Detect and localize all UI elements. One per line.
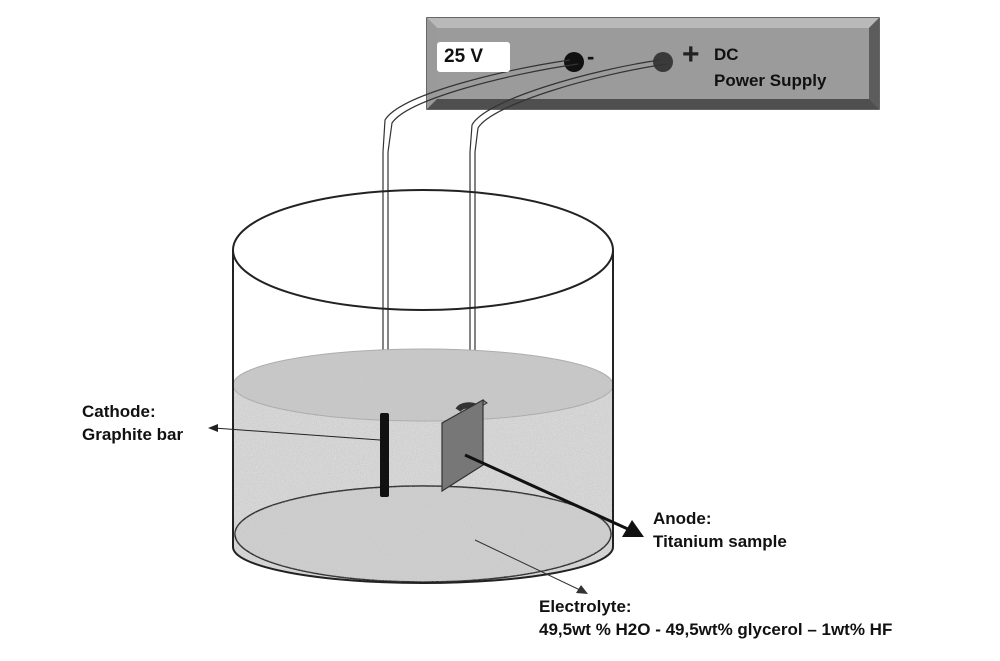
- anode-pointer-arrow: [464, 453, 644, 537]
- cathode-title: Cathode:: [82, 402, 156, 421]
- graphite-bar-cathode: [380, 413, 389, 497]
- anode-detail: Titanium sample: [653, 532, 787, 551]
- cathode-detail: Graphite bar: [82, 425, 184, 444]
- dc-power-supply: [426, 17, 880, 110]
- negative-terminal-label: -: [587, 44, 595, 69]
- positive-terminal-label: +: [682, 38, 700, 71]
- anode-label: Anode: Titanium sample: [653, 507, 787, 553]
- beaker-glass: [232, 249, 614, 584]
- anode-title: Anode:: [653, 509, 712, 528]
- positive-terminal-icon: [653, 52, 673, 72]
- negative-terminal-icon: [564, 52, 584, 72]
- electrolyte-title: Electrolyte:: [539, 597, 632, 616]
- electrolyte-label: Electrolyte: 49,5wt % H2O - 49,5wt% glyc…: [539, 595, 892, 641]
- lead-wires: [382, 59, 668, 425]
- beaker-back-rim: [232, 189, 614, 251]
- power-supply-label-line2: Power Supply: [714, 71, 827, 90]
- electrolyte-composition: 49,5wt % H2O - 49,5wt% glycerol – 1wt% H…: [539, 620, 893, 639]
- power-supply-label-line1: DC: [714, 45, 739, 64]
- electrolyte-pointer-arrow: [474, 539, 588, 594]
- cathode-pointer-arrow: [208, 424, 381, 441]
- voltage-display: 25 V: [437, 42, 510, 72]
- titanium-sample-anode: [441, 398, 488, 493]
- cathode-label: Cathode: Graphite bar: [82, 400, 183, 446]
